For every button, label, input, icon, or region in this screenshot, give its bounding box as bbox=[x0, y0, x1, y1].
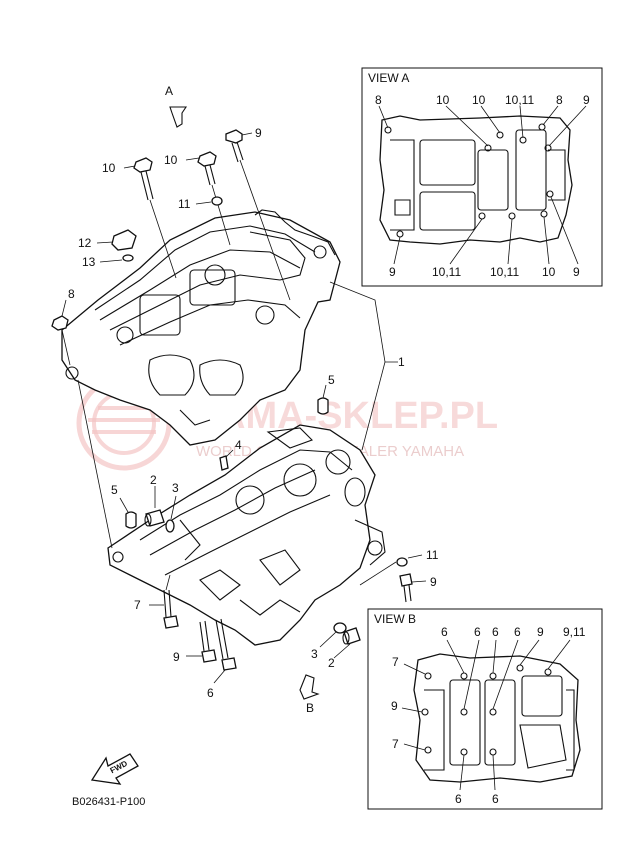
bolt-7 bbox=[149, 574, 179, 629]
view-b-label-top-1: 6 bbox=[474, 625, 481, 639]
view-b-marker: B bbox=[299, 674, 320, 715]
view-a-label-bottom-4: 9 bbox=[573, 265, 580, 279]
view-a-label-bottom-0: 9 bbox=[389, 265, 396, 279]
view-b-box: VIEW B 6 6 6 6 9 bbox=[367, 608, 603, 810]
view-a-label-top-2: 10 bbox=[472, 93, 486, 107]
view-a-title: VIEW A bbox=[368, 71, 409, 85]
dowel-5-right bbox=[317, 384, 329, 415]
view-b-arrow-icon bbox=[299, 674, 320, 700]
part-4 bbox=[219, 449, 234, 471]
callout-9-bottom: 9 bbox=[173, 650, 180, 664]
callout-11-right: 11 bbox=[426, 548, 439, 562]
callout-9-right: 9 bbox=[430, 575, 437, 589]
bolt-8 bbox=[51, 299, 71, 366]
upper-crankcase bbox=[61, 209, 341, 446]
view-a-label-top-4: 8 bbox=[556, 93, 563, 107]
ring-3-bottom bbox=[319, 622, 347, 648]
watermark-title: AMA-SKLEP.PL bbox=[218, 395, 498, 437]
bolt-9-bottom bbox=[186, 620, 217, 663]
view-a-label-top-1: 10 bbox=[436, 93, 450, 107]
callout-7: 7 bbox=[134, 598, 141, 612]
callout-2-bottom: 2 bbox=[328, 656, 335, 670]
bushing-2-bottom bbox=[333, 627, 361, 659]
bolt-10-left bbox=[123, 157, 177, 279]
view-a-label-bottom-2: 10,11 bbox=[490, 265, 519, 279]
view-b-label-top-2: 6 bbox=[492, 625, 499, 639]
view-a-label-top-5: 9 bbox=[583, 93, 590, 107]
callout-10-left: 10 bbox=[102, 161, 116, 175]
callout-5-left: 5 bbox=[111, 483, 118, 497]
fwd-arrow-icon bbox=[90, 753, 139, 785]
view-b-label-side-0: 7 bbox=[392, 655, 399, 669]
view-b-label-bottom-0: 6 bbox=[455, 792, 462, 806]
bolt-9-right bbox=[399, 573, 427, 603]
callout-9-top: 9 bbox=[255, 126, 262, 140]
ring-3-left bbox=[165, 495, 177, 533]
callout-3-bottom: 3 bbox=[311, 647, 318, 661]
callout-11: 11 bbox=[178, 197, 191, 211]
view-b-label-side-1: 9 bbox=[391, 699, 398, 713]
view-a-marker: A bbox=[165, 84, 188, 128]
view-b-label-side-2: 7 bbox=[392, 737, 399, 751]
diagram-code: B026431-P100 bbox=[72, 796, 145, 808]
leader-1 bbox=[329, 281, 398, 451]
callout-8: 8 bbox=[68, 287, 75, 301]
view-a-label-top-0: 8 bbox=[375, 93, 382, 107]
fwd-arrow: FWD bbox=[90, 753, 139, 785]
bushing-2-left bbox=[144, 486, 165, 527]
view-a-arrow-icon bbox=[169, 106, 188, 128]
callout-1: 1 bbox=[398, 355, 405, 369]
bolt-6 bbox=[213, 618, 237, 684]
callout-13: 13 bbox=[82, 255, 96, 269]
callout-3-left: 3 bbox=[172, 481, 179, 495]
callout-12: 12 bbox=[78, 236, 92, 250]
view-b-label-top-3: 6 bbox=[514, 625, 521, 639]
bolt-9-top bbox=[225, 129, 291, 301]
view-a-label-bottom-3: 10 bbox=[542, 265, 556, 279]
callouts: 9 10 10 11 12 13 8 1 5 4 5 2 3 11 9 7 9 … bbox=[68, 126, 439, 700]
callout-6: 6 bbox=[207, 686, 214, 700]
bolt-10-mid bbox=[185, 151, 231, 246]
view-b-label-bottom-1: 6 bbox=[492, 792, 499, 806]
callout-10-mid: 10 bbox=[164, 153, 178, 167]
view-b-marker-label: B bbox=[306, 701, 314, 715]
callout-4: 4 bbox=[235, 438, 242, 452]
lower-crankcase bbox=[107, 424, 386, 646]
view-b-title: VIEW B bbox=[374, 612, 416, 626]
part-12 bbox=[96, 229, 137, 251]
washer-11-right bbox=[359, 554, 423, 586]
view-b-label-top-4: 9 bbox=[537, 625, 544, 639]
dowel-5-left bbox=[77, 379, 137, 549]
view-a-marker-label: A bbox=[165, 84, 173, 98]
callout-2-left: 2 bbox=[150, 473, 157, 487]
washer-11 bbox=[195, 196, 223, 206]
view-a-label-bottom-1: 10,11 bbox=[432, 265, 461, 279]
view-b-label-top-5: 9,11 bbox=[563, 625, 586, 639]
part-13 bbox=[99, 254, 134, 263]
callout-5-right: 5 bbox=[328, 373, 335, 387]
view-b-label-top-0: 6 bbox=[441, 625, 448, 639]
view-a-label-top-3: 10,11 bbox=[505, 93, 534, 107]
view-a-box: VIEW A 8 10 10 10,1 bbox=[361, 67, 603, 287]
